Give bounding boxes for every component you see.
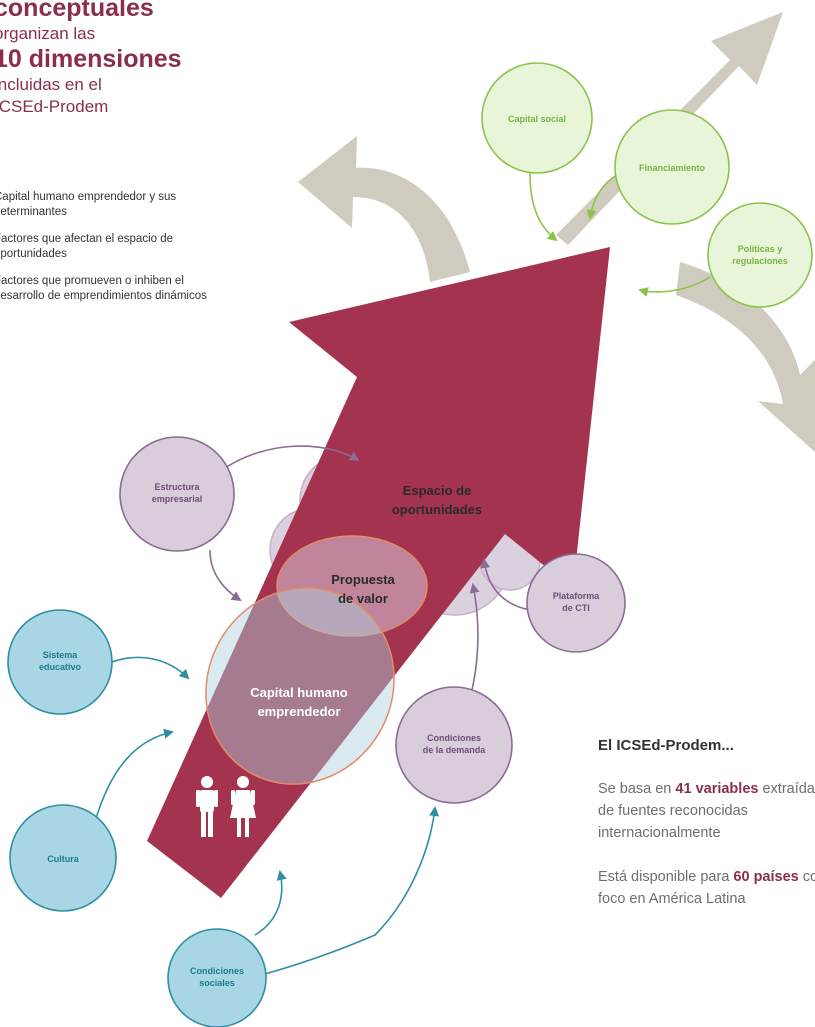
blue-connectors: [94, 656, 440, 979]
person-woman-icon: [230, 776, 256, 837]
group-item-3: Factores que promueven o inhiben el desa…: [0, 275, 207, 302]
gray-arrow-right-curve: [676, 262, 815, 452]
propuesta-ellipse: [276, 535, 428, 637]
variables-count: 41 variables: [675, 781, 759, 797]
group-item-2: Factores que afectan el espacio de oport…: [0, 233, 174, 260]
countries-count: 60 países: [733, 869, 799, 885]
title-line-3: 10 dimensiones: [0, 45, 182, 73]
side-title: El ICSEd-Prodem...: [598, 737, 734, 754]
group-legend: Capital humano emprendedor y sus determi…: [0, 190, 224, 316]
group-item-1: Capital humano emprendedor y sus determi…: [0, 191, 177, 218]
node-financiamiento: Financiamiento: [614, 109, 730, 225]
title-block: conceptuales organizan las 10 dimensione…: [0, 0, 254, 118]
capital-ellipse: [205, 587, 395, 785]
svg-text:Capital social: Capital social: [508, 114, 566, 124]
gray-arrow-left-curve: [298, 136, 470, 282]
side-panel: El ICSEd-Prodem... Se basa en 41 variabl…: [598, 736, 815, 910]
side-paragraph-2: Está disponible para 60 países con foco …: [598, 869, 815, 907]
title-line-1: conceptuales: [0, 0, 154, 22]
node-cultura: Cultura: [9, 804, 117, 912]
svg-text:Financiamiento: Financiamiento: [639, 163, 706, 173]
node-capital-social: Capital social: [481, 62, 593, 174]
person-man-icon: [196, 776, 218, 837]
svg-text:Cultura: Cultura: [47, 854, 79, 864]
title-line-4: incluidas en el: [0, 75, 102, 94]
side-paragraph-1: Se basa en 41 variables extraídas de fue…: [598, 781, 815, 841]
title-line-2: organizan las: [0, 24, 96, 43]
title-line-5: ICSEd-Prodem: [0, 97, 109, 116]
